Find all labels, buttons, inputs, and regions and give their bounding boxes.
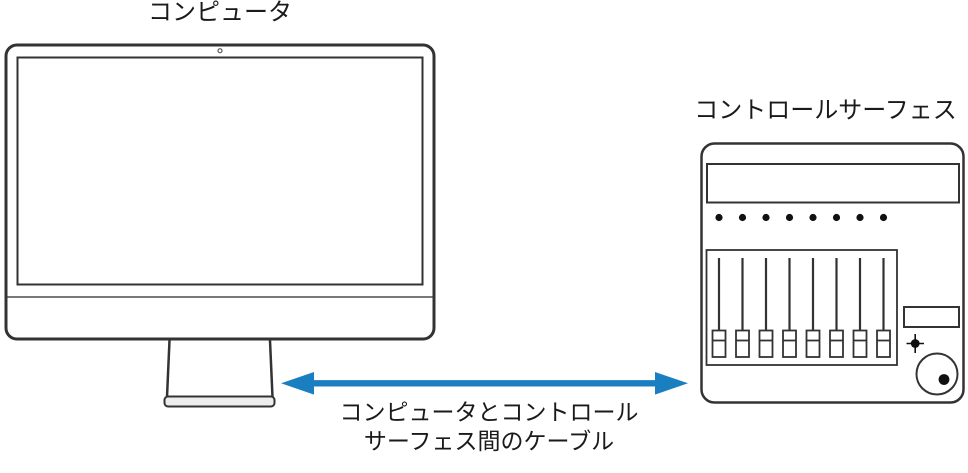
stand-base — [163, 395, 276, 408]
cable-label: コンピュータとコントロール サーフェス間のケーブル — [304, 398, 674, 456]
knob-dot — [856, 213, 864, 222]
cable-arrow — [281, 372, 688, 395]
cable-label-line2: サーフェス間のケーブル — [363, 428, 615, 454]
camera-icon — [217, 48, 223, 54]
control-surface-illustration — [700, 142, 965, 404]
knob-dot — [809, 213, 817, 222]
cursor-crosshair-icon — [906, 334, 924, 353]
display-strip — [706, 163, 960, 204]
knob-dot — [832, 213, 841, 222]
jog-wheel — [915, 352, 959, 396]
knob-dot — [738, 213, 747, 222]
jog-wheel-dot — [938, 374, 950, 385]
knob-dot — [785, 213, 794, 222]
computer-illustration — [4, 43, 436, 408]
control-surface-label: コントロールサーフェス — [694, 97, 957, 124]
function-display — [903, 306, 960, 328]
knob-dot — [762, 213, 770, 222]
monitor-stand — [163, 340, 276, 408]
cable-label-line1: コンピュータとコントロール — [339, 399, 639, 425]
monitor-screen — [16, 56, 424, 286]
fader-bank — [705, 249, 898, 366]
computer-label: コンピュータ — [148, 0, 292, 26]
knob-dot — [879, 213, 888, 222]
knob-dot — [715, 213, 723, 222]
fader-bank-frame — [705, 249, 898, 366]
